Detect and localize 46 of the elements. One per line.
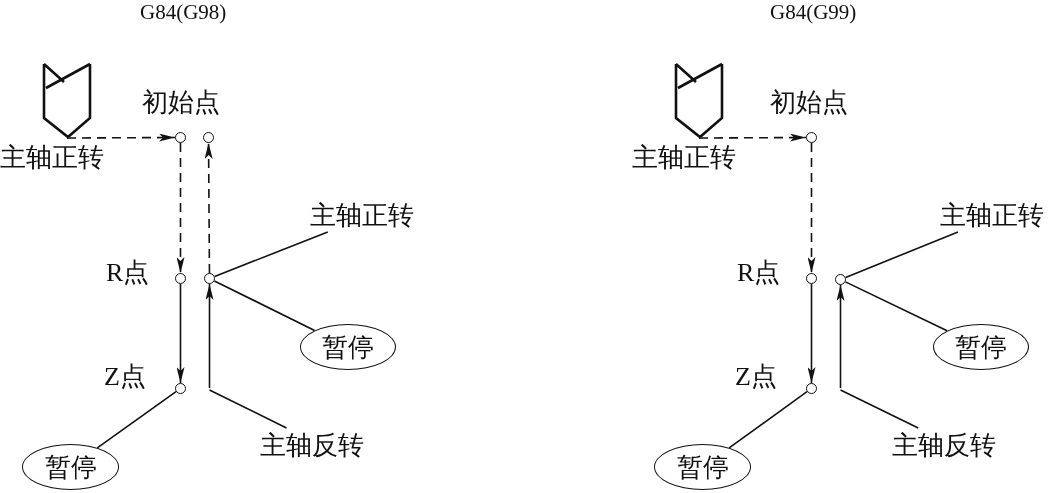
point-label: Z点 <box>104 362 146 392</box>
pause-ellipse: 暂停 <box>300 324 396 370</box>
point-circle <box>806 273 817 284</box>
point-circle <box>175 273 186 284</box>
point-label: 主轴正转 <box>632 143 736 173</box>
point-circle <box>806 132 817 143</box>
panel-title: G84(G99) <box>770 0 857 25</box>
callout-text: 主轴反转 <box>258 428 384 462</box>
pause-ellipse: 暂停 <box>654 444 751 490</box>
point-circle <box>204 273 215 284</box>
tool-drawing <box>675 63 723 138</box>
point-circle <box>175 383 186 394</box>
leader-line <box>208 389 288 429</box>
arrow <box>176 283 185 384</box>
arrow <box>807 142 816 274</box>
point-label: 主轴正转 <box>0 143 104 173</box>
point-label: 初始点 <box>770 88 848 118</box>
pause-ellipse: 暂停 <box>22 444 119 490</box>
arrow <box>698 133 807 142</box>
tool-drawing <box>43 63 91 138</box>
point-label: R点 <box>106 258 150 288</box>
point-label: Z点 <box>735 362 777 392</box>
leader-line <box>213 280 316 332</box>
leader-line <box>96 390 177 449</box>
point-label: R点 <box>737 258 781 288</box>
arrow <box>66 133 176 142</box>
panel-title: G84(G98) <box>140 0 227 25</box>
leader-line <box>213 231 329 278</box>
callout-text: 主轴反转 <box>890 428 1016 462</box>
pause-ellipse: 暂停 <box>933 324 1029 370</box>
point-circle <box>835 274 846 285</box>
arrow <box>176 142 185 274</box>
leader-line <box>844 231 959 279</box>
leader-line <box>844 281 948 332</box>
point-circle <box>175 132 186 143</box>
arrow <box>836 284 845 389</box>
arrow <box>205 283 214 389</box>
point-label: 初始点 <box>142 88 220 118</box>
arrow <box>807 283 816 384</box>
leader-line <box>728 390 808 449</box>
callout-text: 主轴正转 <box>308 198 434 232</box>
leader-line <box>839 389 920 429</box>
callout-text: 主轴正转 <box>938 198 1062 232</box>
point-circle <box>203 132 214 143</box>
arrow <box>204 142 213 274</box>
point-circle <box>806 383 817 394</box>
